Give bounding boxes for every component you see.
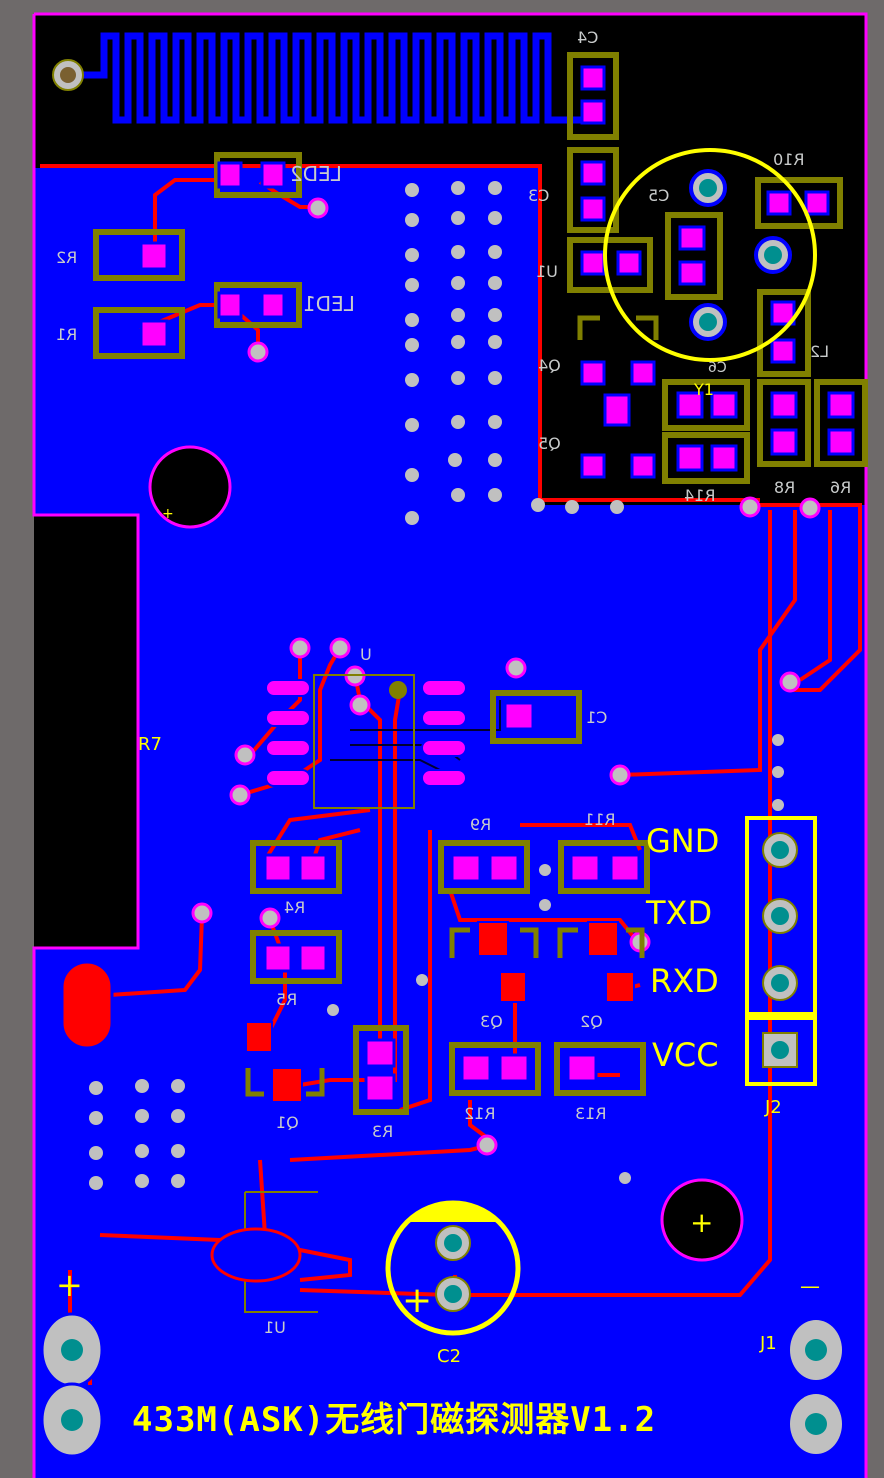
connector-j2 [745, 816, 817, 1086]
mounting-hole-top: + [148, 445, 232, 529]
label-r12: R12 [464, 1104, 496, 1123]
label-c2: C2 [437, 1346, 462, 1367]
label-q4: Q4 [538, 356, 561, 375]
pink-vias [191, 197, 821, 1156]
label-u1: U1 [264, 1318, 286, 1337]
label-r10: R10 [773, 150, 805, 169]
connector-j1-pads [790, 1320, 842, 1454]
label-q5: Q5 [538, 434, 561, 453]
smd-footprints [93, 52, 868, 1115]
board-body [34, 14, 866, 1478]
label-led1: LED1 [303, 292, 355, 316]
label-q1: Q1 [276, 1113, 299, 1132]
label-r4: R4 [284, 898, 306, 917]
label-u: U [360, 645, 372, 664]
mounting-hole-bottom: + [660, 1178, 744, 1262]
label-r7: R7 [138, 734, 162, 755]
battery-pads: + [40, 1266, 104, 1458]
label-j1: J1 [760, 1333, 777, 1354]
smd-pads [139, 65, 855, 1103]
label-c5: C5 [648, 186, 670, 205]
label-r6: R6 [830, 478, 852, 497]
label-c6: C6 [708, 360, 727, 376]
label-l2: L2 [810, 342, 830, 361]
label-r9: R9 [470, 815, 492, 834]
label-q2: Q2 [580, 1012, 603, 1031]
svg-text:+: + [690, 1206, 713, 1239]
transistor-footprints [245, 921, 635, 1103]
pin-label-txd: TXD [646, 894, 713, 932]
label-c4: C4 [577, 28, 599, 47]
label-c3: C3 [528, 186, 550, 205]
label-r3: R3 [372, 1122, 394, 1141]
antenna-trace [68, 32, 590, 124]
label-r2: R2 [56, 248, 78, 267]
label-q3: Q3 [480, 1012, 503, 1031]
label-r1: R1 [56, 325, 78, 344]
svg-text:+: + [402, 1280, 432, 1321]
svg-text:+: + [56, 1266, 83, 1304]
via-field [89, 181, 784, 1190]
pin-label-rxd: RXD [650, 962, 719, 1000]
label-r5: R5 [276, 990, 298, 1009]
label-j1-minus: — [800, 1274, 820, 1298]
label-r11: R11 [584, 810, 616, 829]
ic-u-footprint [265, 674, 467, 809]
pin-label-vcc: VCC [652, 1036, 719, 1074]
board-title: 433M(ASK)无线门磁探测器V1.2 [132, 1400, 657, 1440]
label-y1: Y1 [694, 380, 714, 399]
label-led2: LED2 [290, 162, 342, 186]
pin-label-gnd: GND [646, 822, 720, 860]
label-j2: J2 [765, 1097, 782, 1118]
transistor-silk [245, 315, 659, 1097]
label-c1: C1 [586, 708, 608, 727]
label-r14: R14 [684, 486, 716, 505]
label-r8: R8 [774, 478, 796, 497]
board-outline [32, 12, 868, 1478]
label-r13: R13 [575, 1104, 607, 1123]
crystal-y1 [603, 148, 817, 362]
svg-text:+: + [162, 506, 174, 522]
r7-pad [60, 960, 114, 1050]
capacitor-c2: + [385, 1200, 521, 1336]
u1-footprint [210, 1191, 318, 1313]
label-u1-top: U1 [536, 262, 558, 281]
